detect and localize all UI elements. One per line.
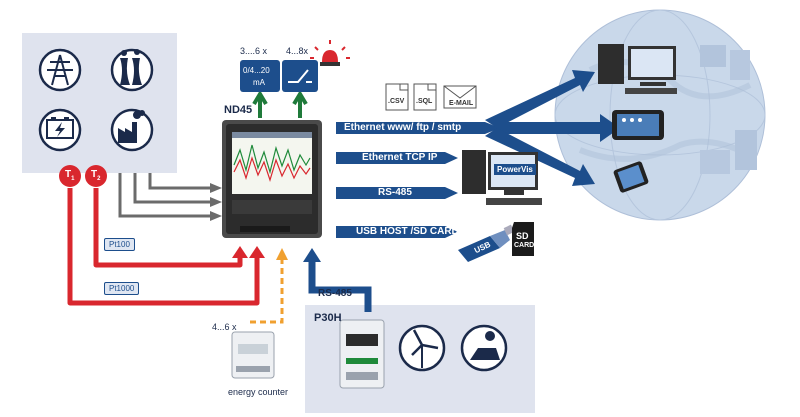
smartphone-icon <box>613 161 649 193</box>
link-label-ethernet-www: Ethernet www/ ftp / smtp <box>344 122 462 133</box>
link-label-rs485: RS-485 <box>378 187 412 198</box>
pt100-tag: Pt100 <box>104 238 135 251</box>
link-arrows <box>336 122 500 238</box>
t1-label: T1 <box>65 169 75 182</box>
software-label: PowerVis <box>494 164 536 175</box>
sd-card-line1: SD <box>516 231 529 241</box>
branch-arrows <box>485 70 620 186</box>
battery-icon <box>38 108 82 152</box>
sd-card-icon <box>512 222 534 256</box>
energy-counter-line <box>250 258 284 324</box>
usb-stick-icon <box>458 224 515 262</box>
energy-counter-count: 4...6 x <box>212 322 237 332</box>
sd-card-line2: CARD <box>514 242 535 249</box>
link-label-ethernet-tcp: Ethernet TCP IP <box>362 152 438 163</box>
device-name: ND45 <box>224 104 253 116</box>
file-label-csv: .CSV <box>388 98 405 105</box>
t2-sensor-icon <box>85 165 107 187</box>
workstation-icon <box>462 150 542 205</box>
tablet-icon <box>612 110 664 140</box>
cooling-tower-icon <box>110 48 154 92</box>
t1-sensor-icon <box>59 165 81 187</box>
red-sensor-lines <box>67 188 260 306</box>
factory-icon <box>110 108 154 152</box>
p30h-line <box>308 258 372 312</box>
nd45-device <box>222 120 322 238</box>
analog-output-arrow <box>252 90 268 118</box>
energy-counter-icon <box>231 331 275 379</box>
analog-output-box <box>240 60 280 92</box>
desktop-computer-icon <box>598 44 677 94</box>
analog-output-range: 0/4...20 <box>243 66 270 75</box>
alarm-lamp-icon <box>310 40 350 66</box>
file-label-email: E-MAIL <box>449 100 474 107</box>
link-label-usb-sd: USB HOST /SD CARD <box>356 226 459 237</box>
power-tower-icon <box>38 48 82 92</box>
solar-panel-icon <box>460 324 508 372</box>
relay-output-arrow <box>292 90 308 118</box>
p30h-module-icon <box>339 319 385 389</box>
relay-output-count: 4...8x <box>286 46 309 56</box>
analog-output-count: 3....6 x <box>240 46 268 56</box>
gray-input-lines <box>118 173 210 218</box>
wind-turbine-icon <box>398 324 446 372</box>
p30h-bus-label: RS-485 <box>318 288 352 299</box>
t2-label: T2 <box>91 169 101 182</box>
file-label-sql: .SQL <box>416 98 433 105</box>
energy-counter-label: energy counter <box>228 387 289 397</box>
file-icons <box>385 83 477 111</box>
relay-output-box <box>282 60 318 92</box>
analog-output-unit: mA <box>253 78 265 87</box>
pt1000-tag: Pt1000 <box>104 282 140 295</box>
p30h-name: P30H <box>314 312 342 324</box>
